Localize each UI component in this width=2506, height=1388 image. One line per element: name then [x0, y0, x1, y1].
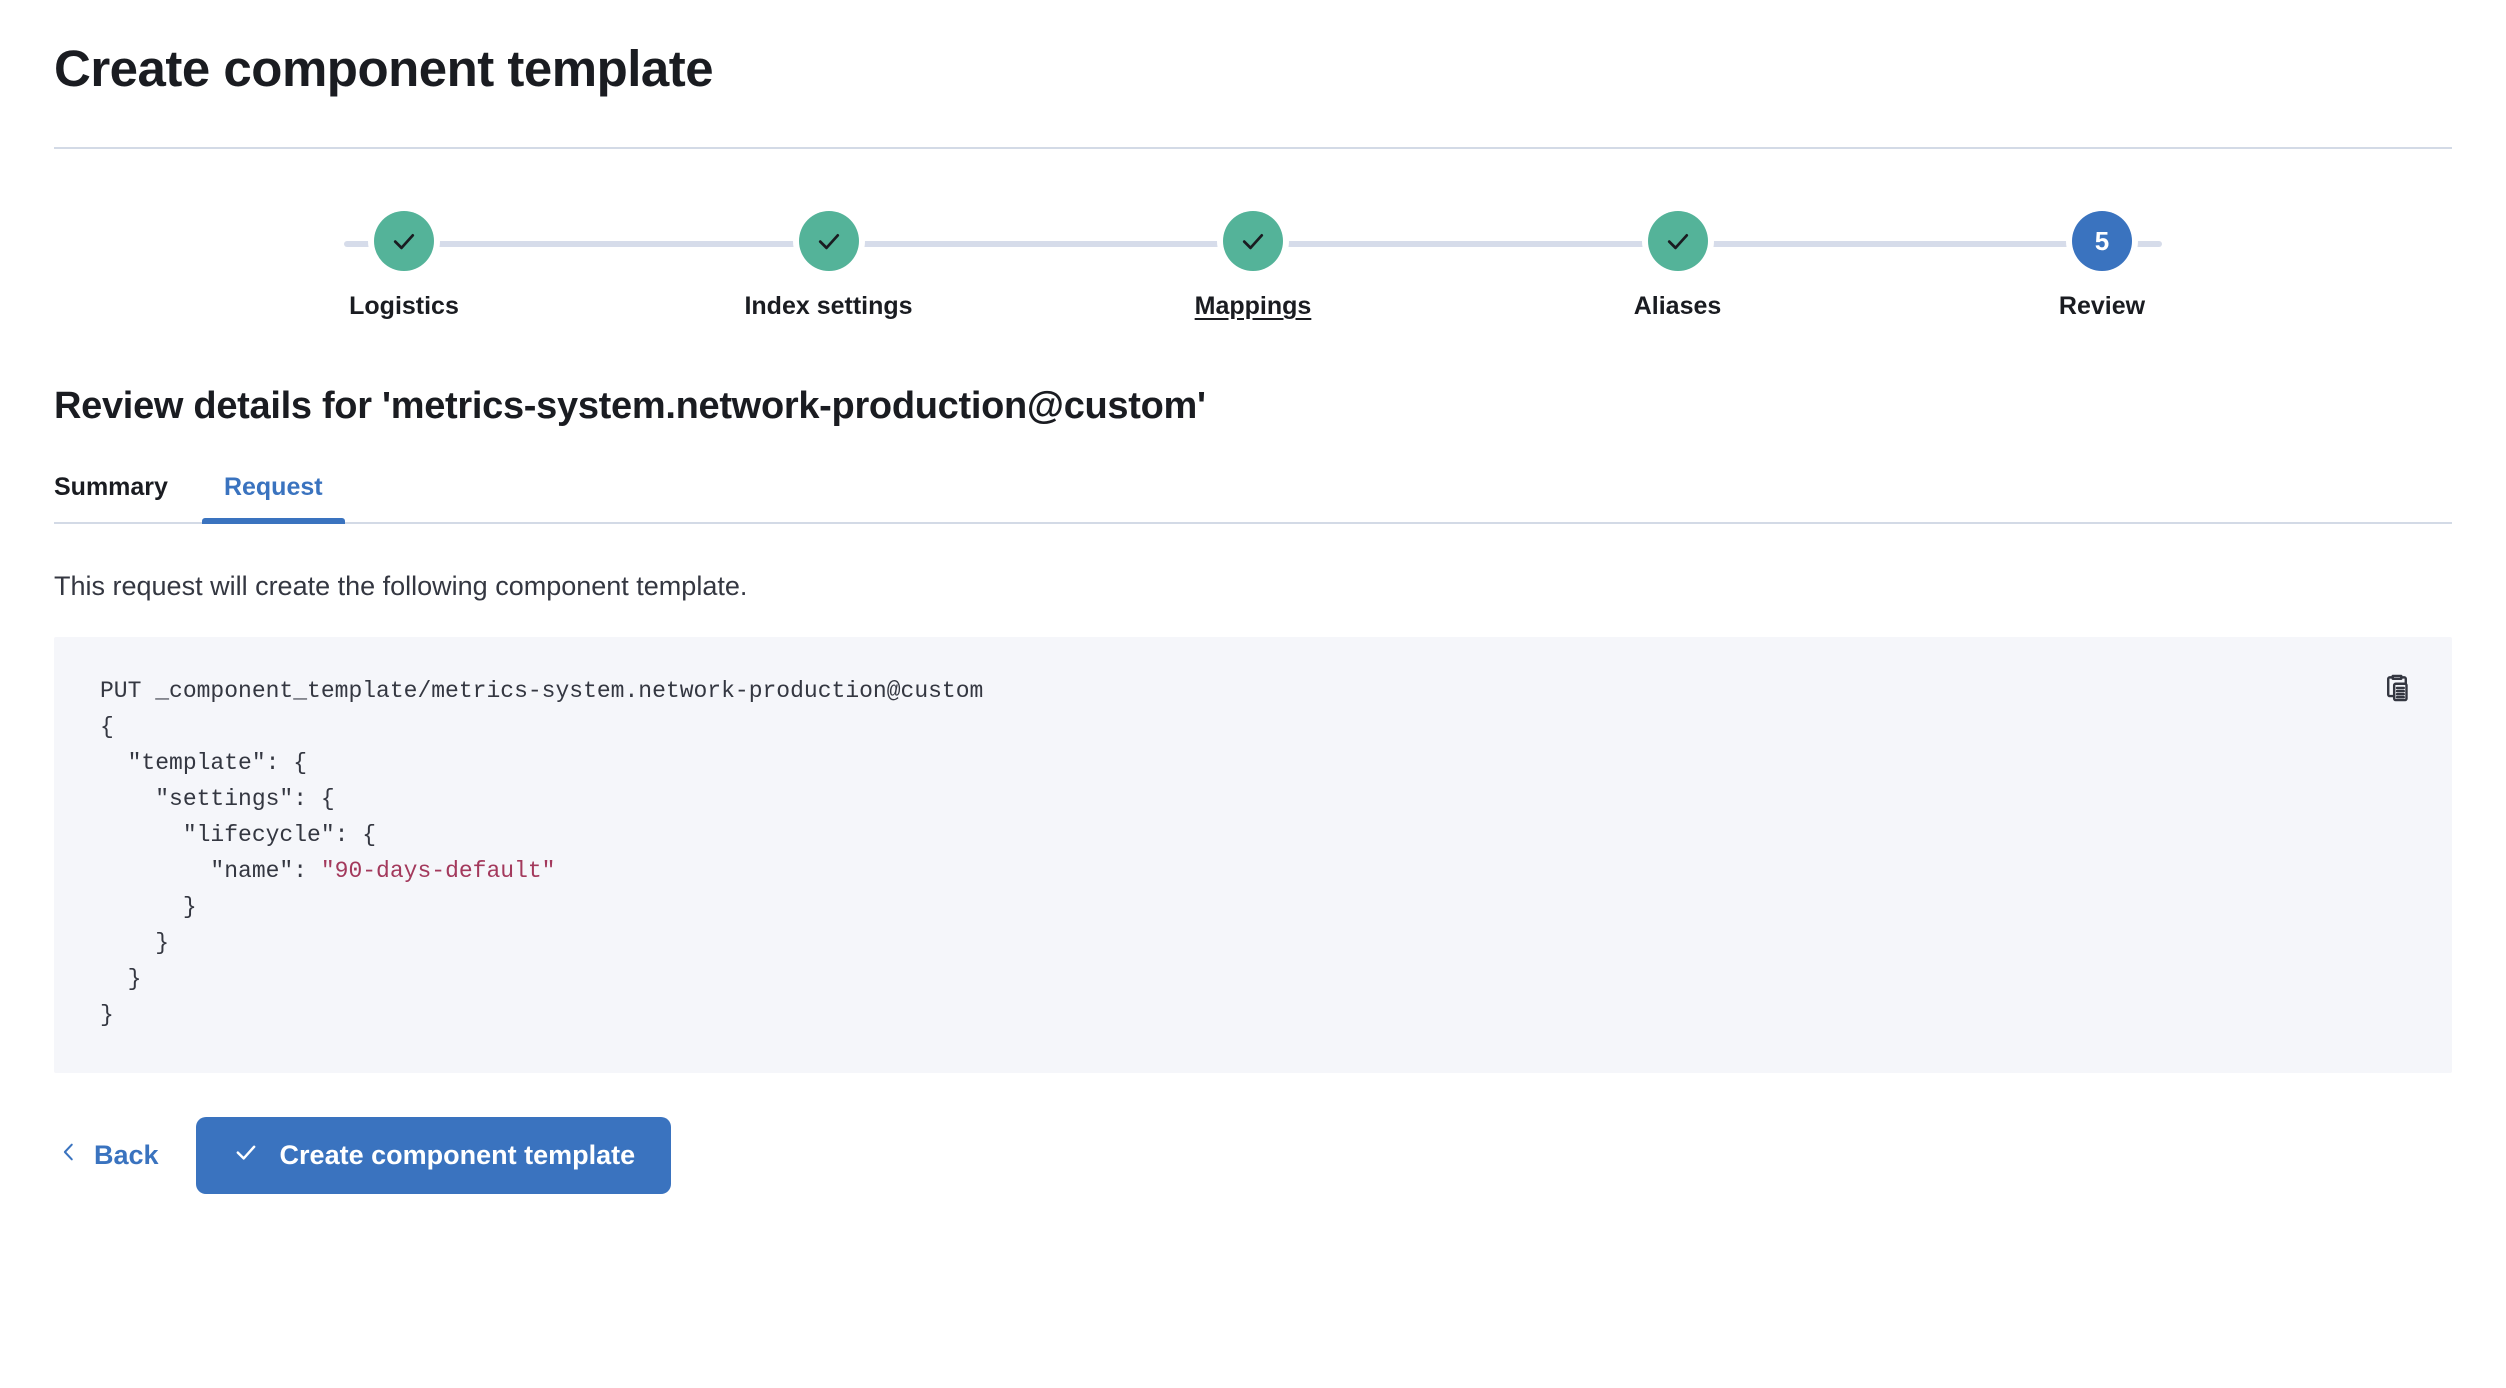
request-body-line-2: "settings": {: [100, 785, 335, 812]
request-body-line-1: "template": {: [100, 749, 308, 776]
request-description: This request will create the following c…: [54, 571, 748, 602]
back-button-label: Back: [94, 1139, 159, 1170]
request-lifecycle-name-value: "90-days-default": [320, 857, 556, 884]
request-code-block: PUT _component_template/metrics-system.n…: [100, 673, 2406, 1033]
create-component-template-button-label: Create component template: [279, 1139, 636, 1170]
tab-summary[interactable]: Summary: [54, 473, 202, 522]
step-logistics[interactable]: Logistics: [294, 211, 514, 321]
step-review-circle: 5: [2072, 211, 2132, 272]
wizard-stepper: Logistics Index settings Mappings: [54, 211, 2452, 321]
step-index-settings-label: Index settings: [744, 292, 913, 321]
check-icon: [232, 1138, 260, 1173]
check-icon: [389, 226, 419, 256]
step-index-settings[interactable]: Index settings: [719, 211, 939, 321]
step-mappings-circle: [1223, 211, 1283, 272]
step-mappings[interactable]: Mappings: [1143, 211, 1363, 321]
page-title: Create component template: [54, 40, 714, 97]
step-review[interactable]: 5 Review: [1992, 211, 2212, 321]
create-component-template-button[interactable]: Create component template: [195, 1116, 672, 1194]
step-logistics-label: Logistics: [349, 292, 459, 321]
copy-request-button[interactable]: [2376, 669, 2418, 711]
chevron-left-icon: [58, 1137, 80, 1174]
tab-request[interactable]: Request: [201, 473, 345, 525]
title-divider: [54, 147, 2452, 150]
request-body-line-4: "name":: [100, 857, 321, 884]
review-tabs: Summary Request: [54, 473, 2452, 525]
step-mappings-label: Mappings: [1194, 292, 1312, 321]
request-body-line-0: {: [100, 713, 114, 740]
request-body-line-5: }: [100, 893, 197, 920]
review-heading: Review details for 'metrics-system.netwo…: [54, 385, 1206, 428]
request-body-line-8: }: [100, 1001, 114, 1028]
request-body-line-6: }: [100, 929, 170, 956]
request-body-line-7: }: [100, 965, 142, 992]
request-method-line: PUT _component_template/metrics-system.n…: [100, 677, 984, 704]
step-aliases[interactable]: Aliases: [1568, 211, 1788, 321]
wizard-actions: Back Create component template: [54, 1116, 2452, 1194]
step-review-label: Review: [2058, 292, 2146, 321]
step-index-settings-circle: [798, 211, 859, 272]
request-body-line-3: "lifecycle": {: [100, 821, 377, 848]
check-icon: [814, 226, 844, 256]
clipboard-copy-icon: [2380, 671, 2414, 708]
step-aliases-label: Aliases: [1633, 292, 1722, 321]
check-icon: [1663, 226, 1693, 256]
request-code-panel: PUT _component_template/metrics-system.n…: [54, 636, 2452, 1073]
step-review-number: 5: [2094, 226, 2110, 257]
step-aliases-circle: [1647, 211, 1708, 272]
step-logistics-circle: [374, 211, 434, 272]
check-icon: [1238, 226, 1268, 256]
back-button[interactable]: Back: [54, 1127, 163, 1184]
